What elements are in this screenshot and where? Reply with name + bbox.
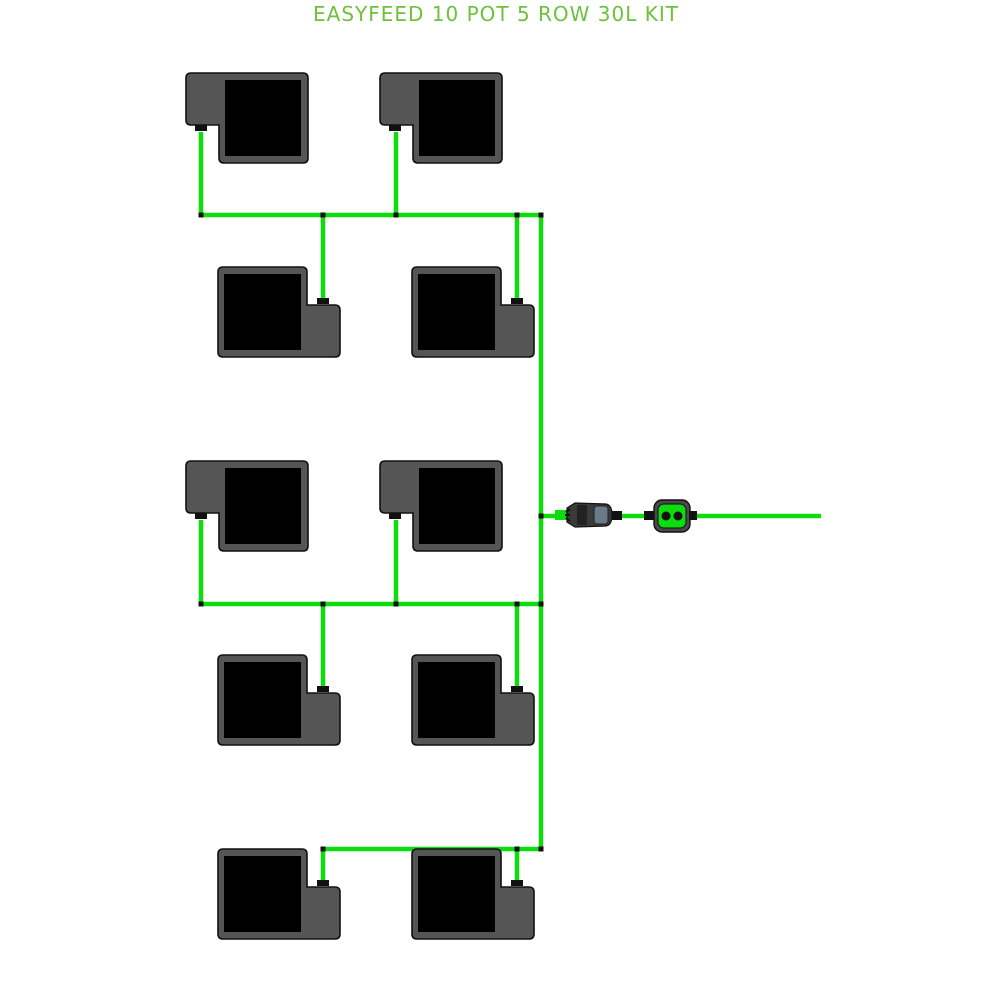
junction xyxy=(538,212,544,218)
junction xyxy=(538,846,544,852)
junction xyxy=(320,846,326,852)
junction xyxy=(514,846,520,852)
valve-icon xyxy=(644,499,697,533)
pots xyxy=(185,72,535,940)
filter-icon xyxy=(555,502,622,528)
junction xyxy=(538,601,544,607)
junction xyxy=(198,601,204,607)
pot-icon xyxy=(185,460,309,552)
pot-icon xyxy=(217,654,341,746)
feed-lines xyxy=(198,132,821,884)
pot-icon xyxy=(411,654,535,746)
junction xyxy=(393,212,399,218)
junction xyxy=(538,513,544,519)
junction xyxy=(514,212,520,218)
pot-icon xyxy=(411,266,535,358)
pot-icon xyxy=(379,72,503,164)
pot-icon xyxy=(217,266,341,358)
pot-icon xyxy=(217,848,341,940)
junction xyxy=(198,212,204,218)
hardware xyxy=(555,499,697,533)
junction xyxy=(393,601,399,607)
junction xyxy=(320,601,326,607)
diagram-title: EASYFEED 10 POT 5 ROW 30L KIT xyxy=(313,2,679,26)
junction xyxy=(514,601,520,607)
pot-icon xyxy=(185,72,309,164)
pot-icon xyxy=(379,460,503,552)
junction xyxy=(320,212,326,218)
pot-icon xyxy=(411,848,535,940)
